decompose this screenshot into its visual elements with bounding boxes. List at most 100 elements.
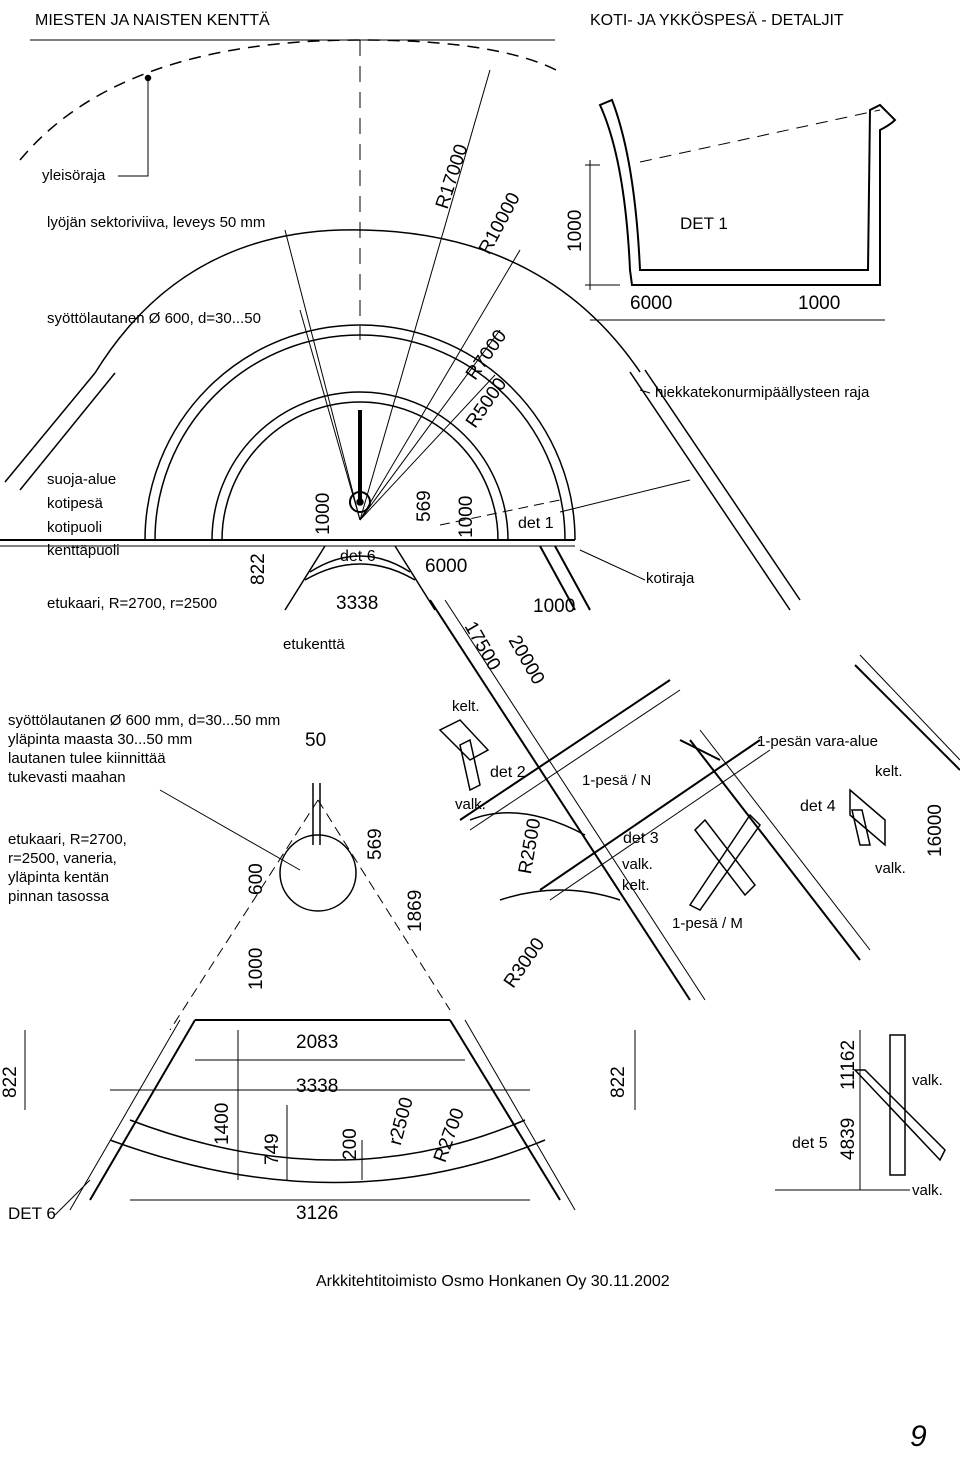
syotto-note: syöttölautanen Ø 600 mm, d=30...50 mm yl…	[8, 712, 281, 786]
dim-1869: 1869	[405, 889, 426, 932]
baseline-e	[539, 739, 761, 891]
first-base-arc-2	[499, 889, 621, 901]
det1-dash	[439, 499, 561, 526]
dim-569-v: 569	[414, 490, 435, 522]
kotiraja-l	[539, 545, 576, 611]
det1-line	[559, 479, 691, 513]
baseline-j	[859, 654, 960, 761]
foul-line-right-b	[644, 369, 801, 601]
det3-marker	[688, 813, 761, 911]
foul-line-left	[4, 372, 96, 483]
label-hiekka: hiekkatekonurmipäällysteen raja	[655, 384, 870, 401]
kotiraja-r	[554, 545, 591, 611]
det6-side-l2	[69, 1019, 181, 1211]
radial-5	[284, 229, 361, 521]
det1-tag: det 1	[518, 515, 554, 532]
dim-200: 200	[340, 1128, 361, 1160]
radial-6	[299, 309, 361, 521]
det6-leader	[54, 1179, 91, 1216]
det1-frame	[598, 98, 897, 286]
dim-600: 600	[246, 863, 267, 895]
vara-alue-label: 1-pesän vara-alue	[757, 733, 878, 750]
baseline-k	[679, 739, 721, 761]
label-kotipuoli: kotipuoli	[47, 519, 103, 536]
kelt-label-1: kelt.	[452, 698, 480, 715]
plate-circle	[279, 834, 357, 912]
valk-label-3: valk.	[875, 860, 906, 877]
dim-6000: 6000	[425, 556, 468, 577]
foul-line-left-b	[19, 372, 116, 491]
dim-3126: 3126	[296, 1203, 339, 1224]
det6-arc-inner	[129, 1119, 526, 1161]
dim-4839: 4839	[838, 1117, 859, 1160]
radial-3	[359, 329, 501, 521]
dim-1000-v2: 1000	[456, 495, 477, 538]
dim-3338: 3338	[336, 593, 379, 614]
baseline-i	[854, 664, 960, 771]
radial-4	[359, 374, 496, 521]
dim-1000-det1: 1000	[565, 209, 586, 252]
label-kenttapuoli: kenttäpuoli	[47, 542, 120, 559]
valk-label-5: valk.	[912, 1182, 943, 1199]
home-circle	[349, 491, 371, 513]
label-suoja-alue: suoja-alue	[47, 471, 117, 488]
outer-semicircle-inner	[154, 334, 566, 541]
dim-11162: 11162	[838, 1039, 859, 1090]
pesa1n-label: 1-pesä / N	[582, 772, 652, 789]
dim-3338b: 3338	[296, 1076, 339, 1097]
det5-label: det 5	[792, 1135, 828, 1152]
dim-2083: 2083	[296, 1032, 339, 1053]
label-yleisoraja: yleisöraja	[42, 167, 106, 184]
baseline-b	[444, 599, 706, 1001]
first-base-arc	[469, 812, 586, 836]
dim-822: 822	[248, 553, 269, 585]
det6-box-label: DET 6	[8, 1204, 56, 1223]
valk-label-2: valk.	[622, 856, 653, 873]
dim-1000-v: 1000	[313, 492, 334, 535]
label-syottolautanen-top: syöttölautanen Ø 600, d=30...50	[47, 310, 261, 327]
kotiraja-leader	[579, 549, 646, 581]
label-etukentta: etukenttä	[283, 636, 345, 653]
dim-1000-h: 1000	[533, 596, 576, 617]
label-kotiraja: kotiraja	[646, 570, 695, 587]
det2-marker	[438, 719, 490, 792]
dim-1400: 1400	[212, 1102, 233, 1145]
front-line-l	[284, 545, 326, 611]
infield-arc	[94, 229, 641, 374]
baseline-f	[549, 749, 771, 901]
hiekka-leader	[639, 389, 651, 394]
det4-label: det 4	[800, 798, 836, 815]
det6-side-r	[449, 1019, 561, 1201]
det1-box-label: DET 1	[680, 214, 728, 233]
middle-semicircle-inner	[221, 401, 499, 541]
header-right-title: KOTI- JA YKKÖSPESÄ - DETALJIT	[590, 12, 844, 29]
dim-1000-c: 1000	[246, 947, 267, 990]
radial-1	[359, 69, 491, 521]
home-circle-dot	[356, 498, 364, 506]
dim-569b: 569	[365, 828, 386, 860]
leader-dot	[144, 74, 152, 82]
det6-tag: det 6	[340, 548, 376, 565]
page-number: 9	[910, 1420, 927, 1453]
plate-diag-l	[169, 799, 319, 1031]
pesa1m-label: 1-pesä / M	[672, 915, 743, 932]
front-arc-b	[304, 563, 416, 581]
baseline-a	[429, 599, 691, 1001]
label-etukaari-top: etukaari, R=2700, r=2500	[47, 595, 218, 612]
det6-side-r2	[464, 1019, 576, 1211]
kelt-label-3: kelt.	[875, 763, 903, 780]
valk-label-1: valk.	[455, 796, 486, 813]
outer-semicircle	[144, 324, 576, 541]
baseline-d	[469, 689, 681, 831]
dim-16000: 16000	[925, 804, 946, 857]
label-kotipesa: kotipesä	[47, 495, 103, 512]
middle-semicircle	[211, 391, 509, 541]
dim-822-right: 822	[608, 1066, 629, 1098]
baseline-h	[699, 729, 871, 951]
det3-label: det 3	[623, 830, 659, 847]
note-leader	[159, 789, 301, 871]
plate-diag-r	[317, 799, 451, 1011]
dim-50: 50	[305, 730, 327, 751]
det6-arc-outer	[109, 1139, 546, 1184]
baseline-c	[459, 679, 671, 821]
